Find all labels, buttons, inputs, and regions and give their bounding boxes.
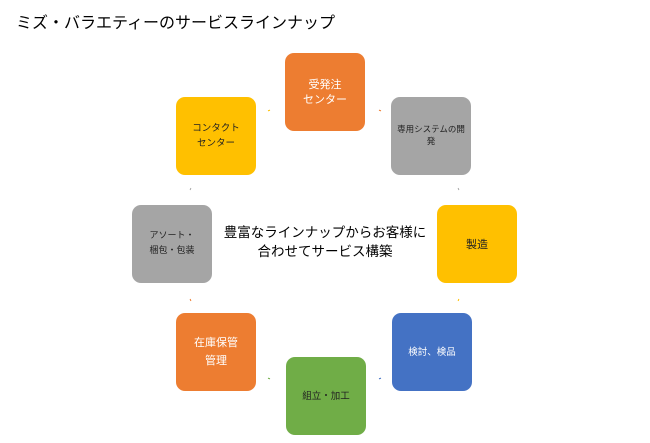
- node-assembly-processing: 組立・加工: [286, 357, 366, 435]
- center-caption: 豊富なラインナップからお客様に 合わせてサービス構築: [223, 225, 427, 260]
- node-order-center-label: 受発注 センター: [303, 78, 347, 106]
- node-contact-center: コンタクト センター: [176, 97, 256, 175]
- connector-arc: [189, 187, 192, 191]
- node-inventory-management-label: 在庫保管 管理: [194, 336, 238, 367]
- node-custom-system-development: 専用システムの開発: [391, 97, 471, 175]
- connector-arc: [378, 377, 382, 380]
- connector-arc: [378, 109, 382, 112]
- node-inspection-label: 検討、検品: [408, 346, 456, 358]
- connector-arc: [189, 298, 192, 302]
- node-contact-center-label: コンタクト センター: [192, 123, 240, 149]
- node-assort-packing-label: アソート・ 梱包・包装: [149, 231, 195, 256]
- node-inventory-management: 在庫保管 管理: [176, 313, 256, 391]
- node-inspection: 検討、検品: [392, 313, 472, 391]
- connector-arc: [457, 298, 460, 302]
- node-assembly-processing-label: 組立・加工: [302, 390, 350, 402]
- node-manufacturing: 製造: [437, 205, 517, 283]
- node-assort-packing: アソート・ 梱包・包装: [132, 205, 212, 283]
- node-order-center: 受発注 センター: [285, 53, 365, 131]
- node-manufacturing-label: 製造: [466, 237, 488, 251]
- connector-arc: [457, 187, 460, 191]
- connector-arc: [267, 109, 271, 112]
- connector-arc: [267, 377, 271, 380]
- node-custom-system-development-label: 専用システムの開発: [397, 125, 465, 147]
- page-title: ミズ・バラエティーのサービスラインナップ: [16, 13, 336, 32]
